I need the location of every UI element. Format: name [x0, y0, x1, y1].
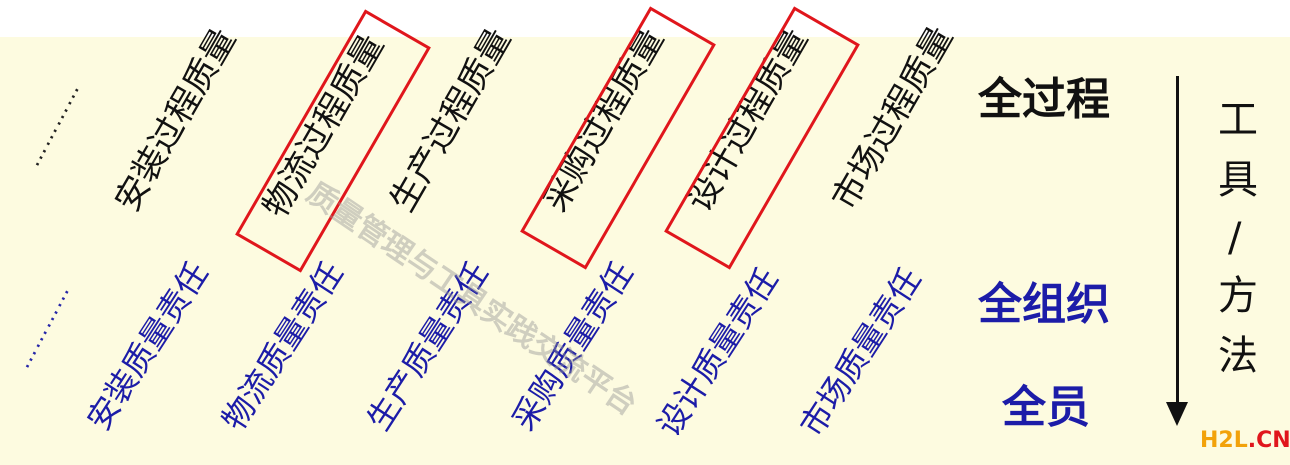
tools-label-char-4: 方	[1218, 273, 1258, 319]
heading-full-staff: 全员	[1002, 382, 1090, 433]
logo-part-h2l: H2L	[1200, 428, 1248, 453]
tools-label-char-1: 工	[1218, 97, 1258, 143]
downward-arrow-icon	[1166, 402, 1188, 426]
downward-arrow-shaft	[1176, 76, 1179, 408]
diagram-panel	[0, 37, 1290, 465]
heading-full-process: 全过程	[978, 74, 1110, 125]
heading-full-organization: 全组织	[978, 279, 1110, 330]
tools-label-char-5: 法	[1218, 333, 1258, 379]
tools-label-char-3: /	[1228, 215, 1242, 261]
h2l-logo: H2L.CN	[1200, 430, 1290, 452]
tools-label-char-2: 具	[1218, 157, 1258, 203]
logo-part-cn: .CN	[1247, 428, 1290, 453]
